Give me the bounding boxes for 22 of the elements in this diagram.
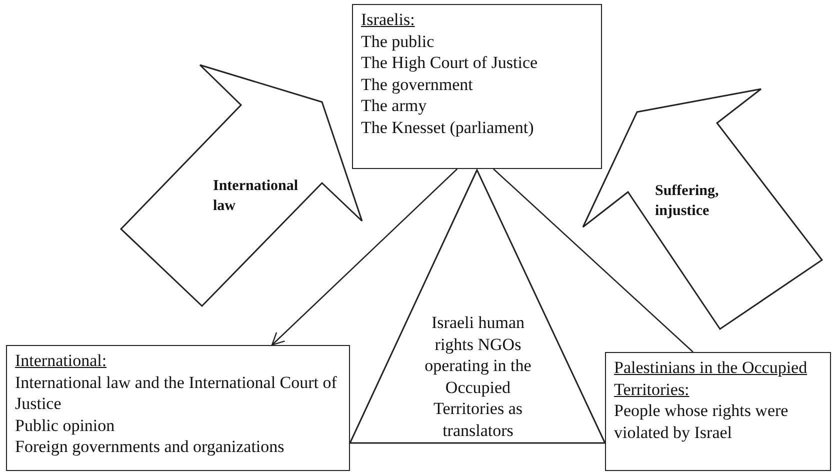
- text-box: [352, 4, 602, 169]
- box-heading: Israelis:: [361, 9, 415, 30]
- triangle: [350, 170, 606, 444]
- arrow-label: International law: [213, 177, 300, 216]
- list-item: The public: [361, 30, 434, 52]
- triangle-label: Israeli human rights NGOs operating in the Occupied Territories as translators: [424, 312, 532, 441]
- arrow-label: Suffering, injustice: [655, 182, 720, 221]
- list-item: Foreign governments and organizations: [15, 436, 284, 458]
- text-box: [605, 352, 831, 471]
- list-item: The government: [361, 74, 473, 95]
- connector-line: [493, 168, 694, 352]
- list-item: International law and the International Court of Justice: [15, 372, 338, 414]
- list-item: The High Court of Justice: [361, 52, 538, 74]
- list-item: The Knesset (parliament): [361, 116, 534, 138]
- text-box: [6, 345, 350, 471]
- arrow: [271, 168, 458, 346]
- list-item: Public opinion: [15, 414, 115, 436]
- list-item: People whose rights were violated by Israel: [614, 400, 790, 443]
- block-arrow: [121, 65, 363, 307]
- box-heading: Palestinians in the Occupied Territories:: [614, 357, 808, 400]
- box-heading: International:: [15, 350, 107, 372]
- list-item: The army: [361, 95, 427, 116]
